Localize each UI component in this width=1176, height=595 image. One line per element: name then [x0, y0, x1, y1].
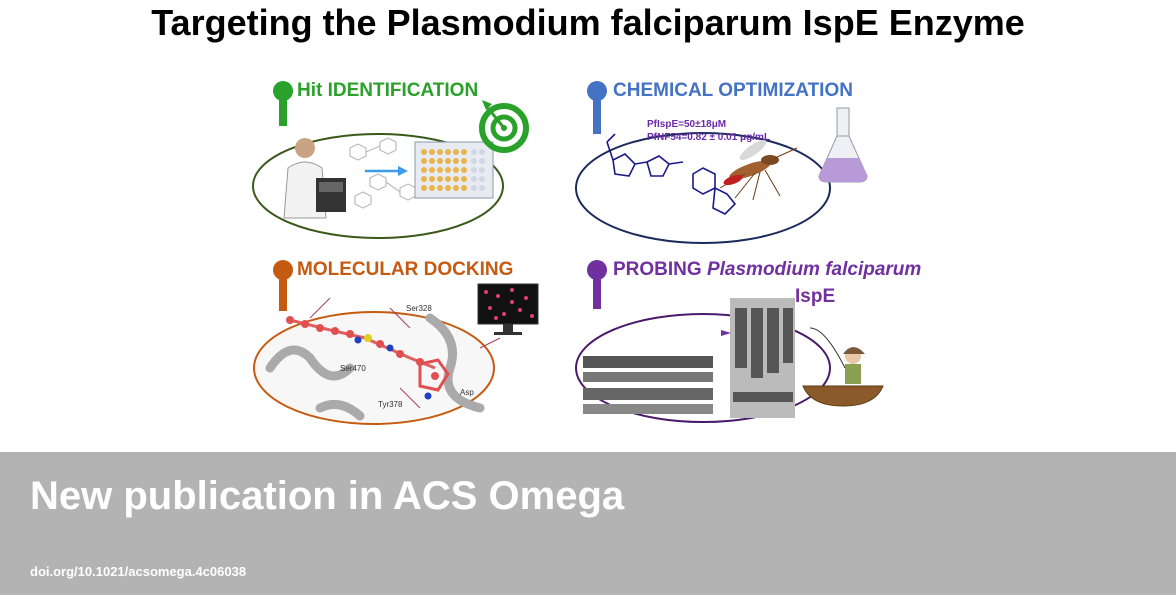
chem-metric-ispe: PfIspE=50±18μM: [647, 119, 727, 130]
panel-hit-identification: Hit IDENTIFICATION: [250, 78, 540, 243]
residue-ser328: Ser328: [406, 304, 432, 313]
mosquito-icon: [719, 139, 798, 201]
molecule-icon: [606, 133, 737, 215]
panel-probing: PROBING Plasmodium falciparum IspE: [575, 258, 921, 426]
doi-link[interactable]: doi.org/10.1021/acsomega.4c06038: [30, 564, 247, 579]
page-title: Targeting the Plasmodium falciparum IspE…: [151, 2, 1025, 43]
flask-icon: [818, 107, 868, 183]
monitor-icon: [477, 283, 539, 335]
chem-panel-label: CHEMICAL OPTIMIZATION: [613, 80, 853, 101]
probe-panel-label: PROBING Plasmodium falciparum: [613, 259, 921, 281]
scientist-icon: [283, 138, 346, 219]
hit-panel-label: Hit IDENTIFICATION: [297, 80, 479, 101]
chem-panel-graphic: [575, 81, 868, 244]
residue-tyr378: Tyr378: [378, 400, 403, 409]
panel-molecular-docking: MOLECULAR DOCKING Ser328 Ser470 Tyr378 A…: [250, 258, 545, 428]
dock-panel-graphic: [253, 260, 539, 425]
probe-panel-graphic: [575, 260, 884, 423]
probe-label-plain: PROBING: [613, 259, 702, 280]
gel-blot-icon: [583, 298, 795, 418]
dock-panel-label: MOLECULAR DOCKING: [297, 259, 514, 280]
well-plate-icon: [414, 141, 494, 199]
fishing-girl-icon: [802, 327, 884, 407]
molecule-icon: [349, 137, 417, 209]
residue-asp: Asp: [460, 388, 474, 397]
panel-chemical-optimization: CHEMICAL OPTIMIZATION PfIspE=50±18μM PfN…: [575, 78, 880, 246]
residue-ser470: Ser470: [340, 364, 366, 373]
chem-metric-nf54: PfNF54=0.82 ± 0.01 μg/mL: [647, 132, 771, 143]
hit-panel-graphic: [252, 81, 529, 239]
molecule-icon: [286, 316, 450, 400]
probe-label-italic: Plasmodium falciparum: [706, 259, 922, 280]
probe-label-ispe: IspE: [795, 286, 836, 307]
banner-headline: New publication in ACS Omega: [30, 474, 625, 518]
target-icon: [479, 100, 529, 153]
footer-banner: [0, 452, 1176, 595]
